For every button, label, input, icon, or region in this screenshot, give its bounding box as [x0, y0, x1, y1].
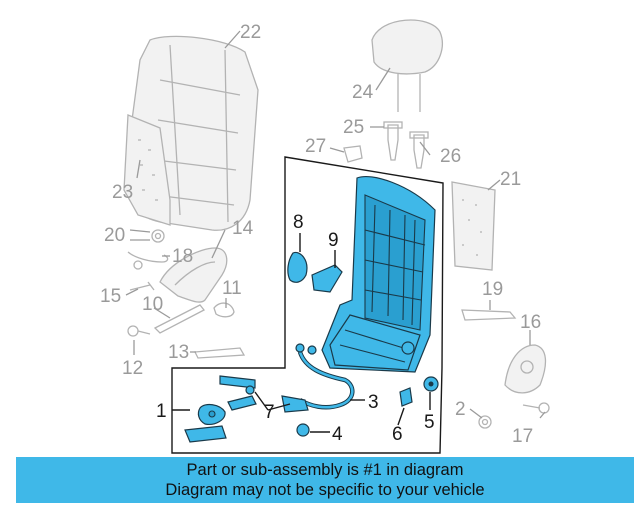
callout-19: 19	[482, 279, 503, 300]
callout-5: 5	[424, 412, 435, 433]
guide-part-26[interactable]	[409, 131, 429, 169]
callout-21: 21	[500, 169, 521, 190]
callout-23: 23	[112, 182, 133, 203]
callout-3: 3	[368, 392, 379, 413]
banner-line-2: Diagram may not be specific to your vehi…	[165, 481, 485, 499]
pad-part-21[interactable]	[451, 181, 496, 271]
callout-10: 10	[142, 294, 163, 315]
ghost-leader-lines	[125, 30, 546, 419]
callout-12: 12	[122, 358, 143, 379]
callout-16: 16	[520, 312, 541, 333]
callout-9: 9	[328, 230, 339, 251]
assembly-outline-box	[171, 156, 444, 454]
callout-15: 15	[100, 286, 121, 307]
callout-20: 20	[104, 225, 125, 246]
rod-part-13[interactable]	[193, 347, 246, 359]
callout-27: 27	[305, 136, 326, 157]
callout-4: 4	[332, 424, 343, 445]
callout-24: 24	[352, 82, 374, 103]
link-part-7[interactable]	[219, 375, 309, 413]
bracket-part-9[interactable]	[311, 264, 343, 293]
callout-1: 1	[156, 401, 167, 422]
bolt-part-20[interactable]	[151, 229, 165, 243]
cable-part-3[interactable]	[295, 343, 355, 410]
callout-25: 25	[343, 117, 364, 138]
clip-part-11[interactable]	[213, 302, 235, 318]
assembly-leader-lines	[172, 233, 431, 433]
callout-6: 6	[392, 424, 403, 445]
bushing-part-5[interactable]	[423, 376, 439, 392]
bracket-part-8[interactable]	[287, 251, 308, 283]
parts-diagram: 1 2 3 4 5 6 7 8 9 10 11 12 13 14 15 16 1…	[100, 19, 550, 454]
lever-part-10[interactable]	[153, 304, 206, 334]
guide-part-25[interactable]	[383, 121, 403, 161]
cover-part-14[interactable]	[159, 247, 228, 303]
callout-labels: 1 2 3 4 5 6 7 8 9 10 11 12 13 14 15 16 1…	[100, 22, 541, 447]
trim-part-19[interactable]	[461, 309, 517, 321]
callout-14: 14	[232, 218, 254, 239]
clip-part-18[interactable]	[127, 251, 169, 270]
seat-back-pad-part-23[interactable]	[123, 114, 171, 226]
headrest-part-24[interactable]	[371, 19, 443, 112]
bolt-part-12[interactable]	[127, 325, 151, 337]
callout-13: 13	[168, 342, 189, 363]
knob-part-4[interactable]	[296, 423, 310, 437]
screw-part-15[interactable]	[129, 281, 155, 291]
callout-26: 26	[440, 146, 461, 167]
callout-8: 8	[293, 212, 304, 233]
banner-line-1: Part or sub-assembly is #1 in diagram	[186, 461, 464, 479]
callout-17: 17	[512, 426, 533, 447]
callout-11: 11	[222, 278, 242, 299]
info-banner: Part or sub-assembly is #1 in diagram Di…	[16, 457, 634, 503]
callout-2: 2	[455, 399, 466, 420]
nut-part-2[interactable]	[478, 415, 492, 429]
clip-part-6[interactable]	[399, 387, 413, 407]
seat-back-frame[interactable]	[321, 176, 436, 373]
bolt-part-17[interactable]	[522, 402, 550, 414]
callout-7: 7	[264, 402, 275, 423]
recliner-part-1[interactable]	[184, 395, 257, 443]
callout-22: 22	[240, 22, 261, 43]
cover-part-16[interactable]	[504, 344, 547, 394]
callout-18: 18	[172, 246, 193, 267]
clip-part-27[interactable]	[343, 145, 363, 163]
